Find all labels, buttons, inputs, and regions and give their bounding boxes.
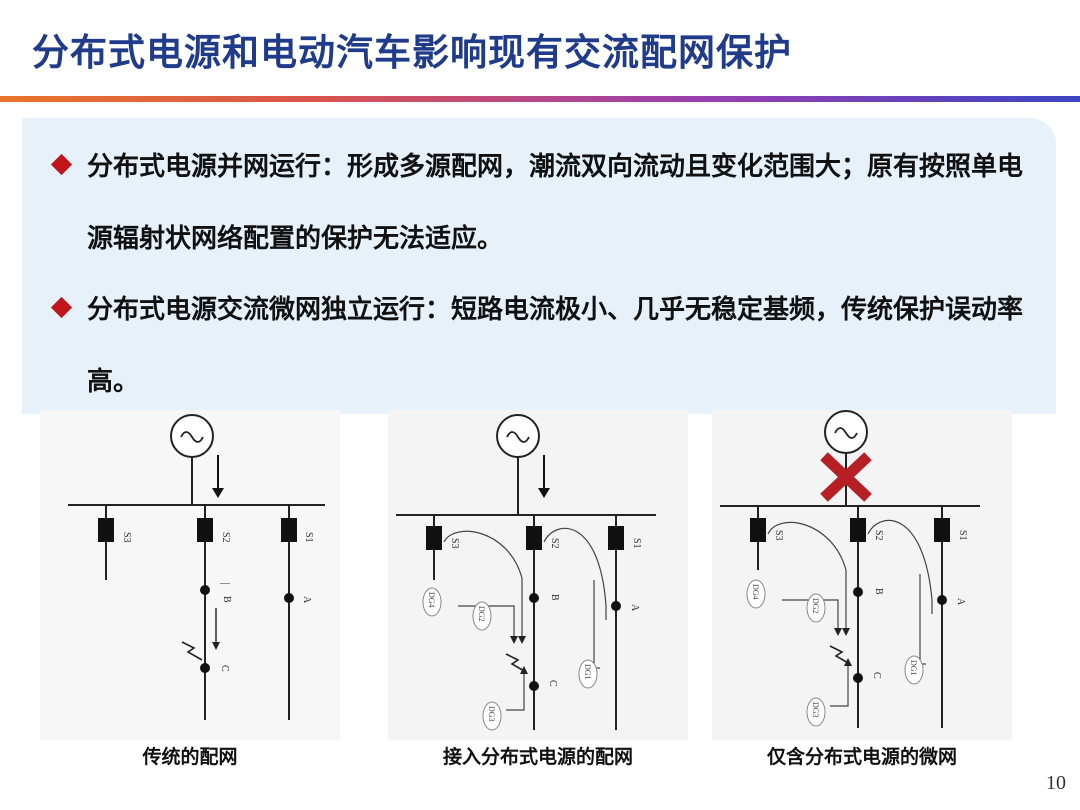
- dg3-icon: [806, 697, 826, 727]
- dg2-icon: [806, 593, 826, 623]
- dg-label: DG3: [487, 706, 496, 722]
- switch-label: S2: [220, 532, 231, 543]
- node-a: [611, 601, 621, 611]
- dg4-icon: [746, 579, 766, 609]
- node-label: B: [549, 594, 560, 601]
- switch-s1: [608, 526, 624, 550]
- node-label: C: [547, 680, 558, 687]
- dg1-icon: [904, 655, 924, 685]
- bullet-2: 分布式电源交流微网独立运行：短路电流极小、几乎无稳定基频，传统保护误动率高。: [50, 274, 1034, 418]
- caption-traditional: 传统的配网: [142, 746, 238, 768]
- node-c: [529, 681, 539, 691]
- diagram-with-dg-svg: S3 S2 S1 B C A DG4 DG2 DG1 DG3: [396, 414, 656, 731]
- bullet-1: 分布式电源并网运行：形成多源配网，潮流双向流动且变化范围大；原有按照单电源辐射状…: [50, 131, 1034, 275]
- switch-s2: [850, 518, 866, 542]
- dg4-icon: [422, 587, 442, 617]
- bullet-panel: [22, 118, 1056, 414]
- diagram-microgrid: S3 S2 S1 B C A DG4 DG2 DG1 DG3: [712, 410, 1012, 740]
- node-c: [853, 673, 863, 683]
- page-number: 10: [1046, 772, 1066, 794]
- switch-label: S3: [121, 532, 132, 543]
- dg-label: DG1: [583, 664, 592, 680]
- switch-s1: [281, 518, 297, 542]
- node-label: B: [221, 596, 232, 603]
- node-label: A: [629, 604, 640, 612]
- switch-label: S1: [631, 538, 642, 549]
- node-label: A: [955, 598, 966, 606]
- switch-s3: [98, 518, 114, 542]
- dg-label: DG3: [811, 702, 820, 718]
- switch-s2: [526, 526, 542, 550]
- node-b: [529, 593, 539, 603]
- dg-label: DG2: [477, 606, 486, 622]
- dg2-icon: [472, 601, 492, 631]
- switch-s3: [426, 526, 442, 550]
- node-a: [284, 593, 294, 603]
- switch-label: S3: [773, 530, 784, 541]
- dg-label: DG1: [909, 660, 918, 676]
- slide-title: 分布式电源和电动汽车影响现有交流配网保护: [32, 31, 792, 74]
- fault-icon: [505, 653, 527, 673]
- switch-label: S1: [303, 532, 314, 543]
- switch-label: S2: [873, 530, 884, 541]
- diagram-with-dg: S3 S2 S1 B C A DG4 DG2 DG1 DG3: [388, 410, 688, 740]
- caption-microgrid: 仅含分布式电源的微网: [766, 746, 957, 768]
- switch-s2: [197, 518, 213, 542]
- caption-with-dg: 接入分布式电源的配网: [442, 746, 633, 768]
- dg3-icon: [482, 701, 502, 731]
- fault-icon: [829, 645, 851, 665]
- diagram-microgrid-svg: S3 S2 S1 B C A DG4 DG2 DG1 DG3: [720, 410, 980, 728]
- diagram-traditional-svg: S3 S2 S1 — B C A: [68, 414, 325, 720]
- switch-label: S1: [957, 530, 968, 541]
- node-label: C: [871, 672, 882, 679]
- dg-label: DG4: [751, 584, 760, 600]
- switch-s3: [750, 518, 766, 542]
- switch-s1: [934, 518, 950, 542]
- node-a: [937, 595, 947, 605]
- title-underline: [0, 96, 1080, 102]
- node-b: [853, 587, 863, 597]
- bullet-2-text: 分布式电源交流微网独立运行：短路电流极小、几乎无稳定基频，传统保护误动率高。: [87, 295, 1024, 397]
- dg-label: DG2: [811, 598, 820, 614]
- switch-label: S2: [549, 538, 560, 549]
- fault-icon: [181, 641, 203, 661]
- node-label: C: [219, 665, 230, 672]
- b-prefix-mark: —: [219, 578, 231, 589]
- node-b: [200, 585, 210, 595]
- dg1-icon: [578, 659, 598, 689]
- bullet-1-text: 分布式电源并网运行：形成多源配网，潮流双向流动且变化范围大；原有按照单电源辐射状…: [87, 152, 1024, 254]
- node-c: [200, 663, 210, 673]
- diagram-traditional: S3 S2 S1 — B C A: [40, 410, 340, 740]
- dg-label: DG4: [427, 592, 436, 608]
- disconnect-cross-icon: [820, 452, 872, 502]
- node-label: B: [873, 588, 884, 595]
- node-label: A: [301, 596, 312, 604]
- switch-label: S3: [449, 538, 460, 549]
